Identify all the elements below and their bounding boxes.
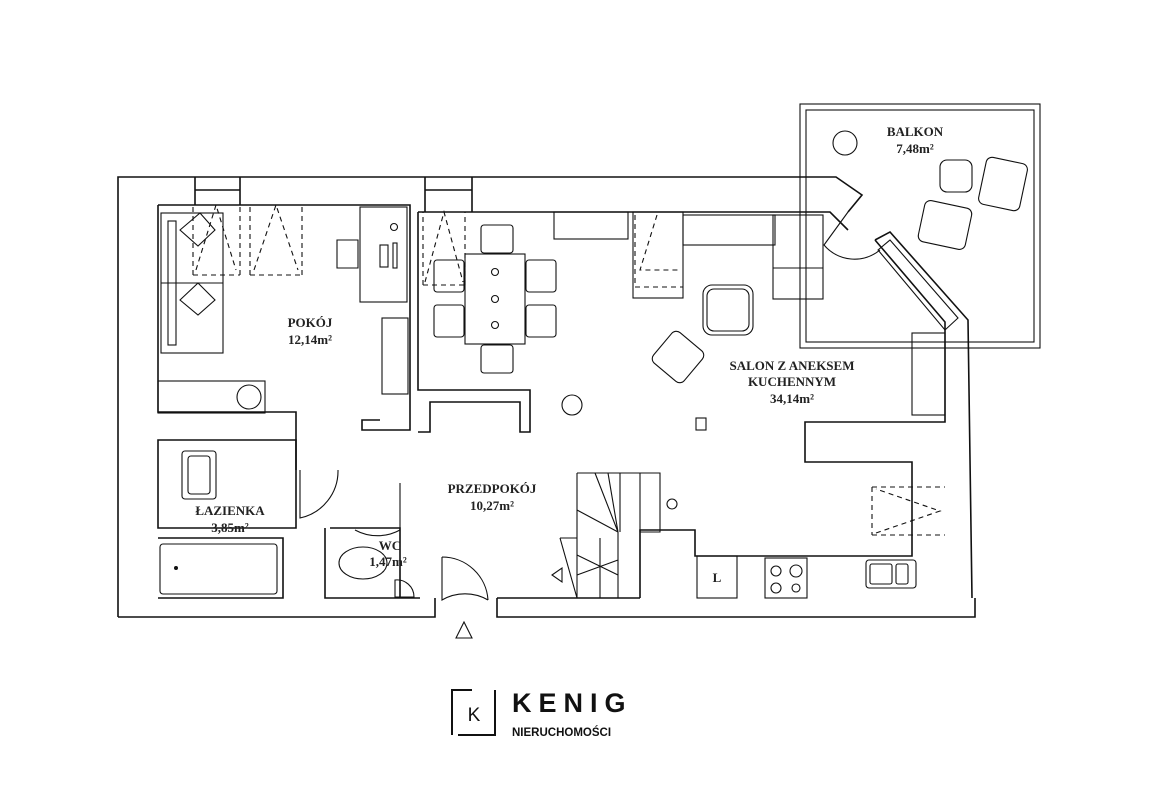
logo-subtitle: NIERUCHOMOŚCI — [512, 726, 611, 739]
wc-fixtures — [338, 546, 415, 598]
room-name-przedpokoj: PRZEDPOKÓJ — [448, 481, 537, 496]
doors — [299, 211, 881, 601]
plant-icon — [561, 394, 583, 416]
room-name-lazienka: ŁAZIENKA — [195, 503, 265, 518]
entrance-arrow-icon — [455, 620, 473, 639]
room-labels: POKÓJ 12,14m² SALON Z ANEKSEM KUCHENNYM … — [195, 124, 943, 569]
balcony-furniture — [832, 130, 1028, 250]
plant-icon — [832, 130, 858, 156]
salon-furniture — [553, 211, 959, 431]
room-area-lazienka: 3,85m² — [211, 520, 249, 535]
balcony — [799, 103, 1041, 349]
walls — [117, 176, 976, 618]
room-name-balkon: BALKON — [887, 124, 944, 139]
bathroom-fixtures — [159, 450, 278, 595]
kenig-logo: K KENIG NIERUCHOMOŚCI — [451, 688, 633, 739]
room-name-wc: WC — [379, 538, 401, 553]
logo-name: KENIG — [512, 688, 633, 718]
room-area-balkon: 7,48m² — [896, 141, 934, 156]
stairs — [551, 472, 678, 599]
plant-icon — [236, 384, 262, 410]
room-name-pokoj: POKÓJ — [288, 315, 333, 330]
pokoj-furniture — [157, 203, 409, 414]
room-name-salon: SALON Z ANEKSEM — [730, 358, 855, 373]
room-name-salon-2: KUCHENNYM — [748, 374, 836, 389]
room-area-wc: 1,47m² — [369, 554, 407, 569]
logo-letter: K — [468, 705, 481, 726]
room-area-pokoj: 12,14m² — [288, 332, 332, 347]
fridge-label: L — [713, 570, 722, 585]
room-area-salon: 34,14m² — [770, 391, 814, 406]
dining-table — [422, 209, 557, 374]
room-area-przedpokoj: 10,27m² — [470, 498, 514, 513]
kitchen: L — [696, 486, 945, 599]
